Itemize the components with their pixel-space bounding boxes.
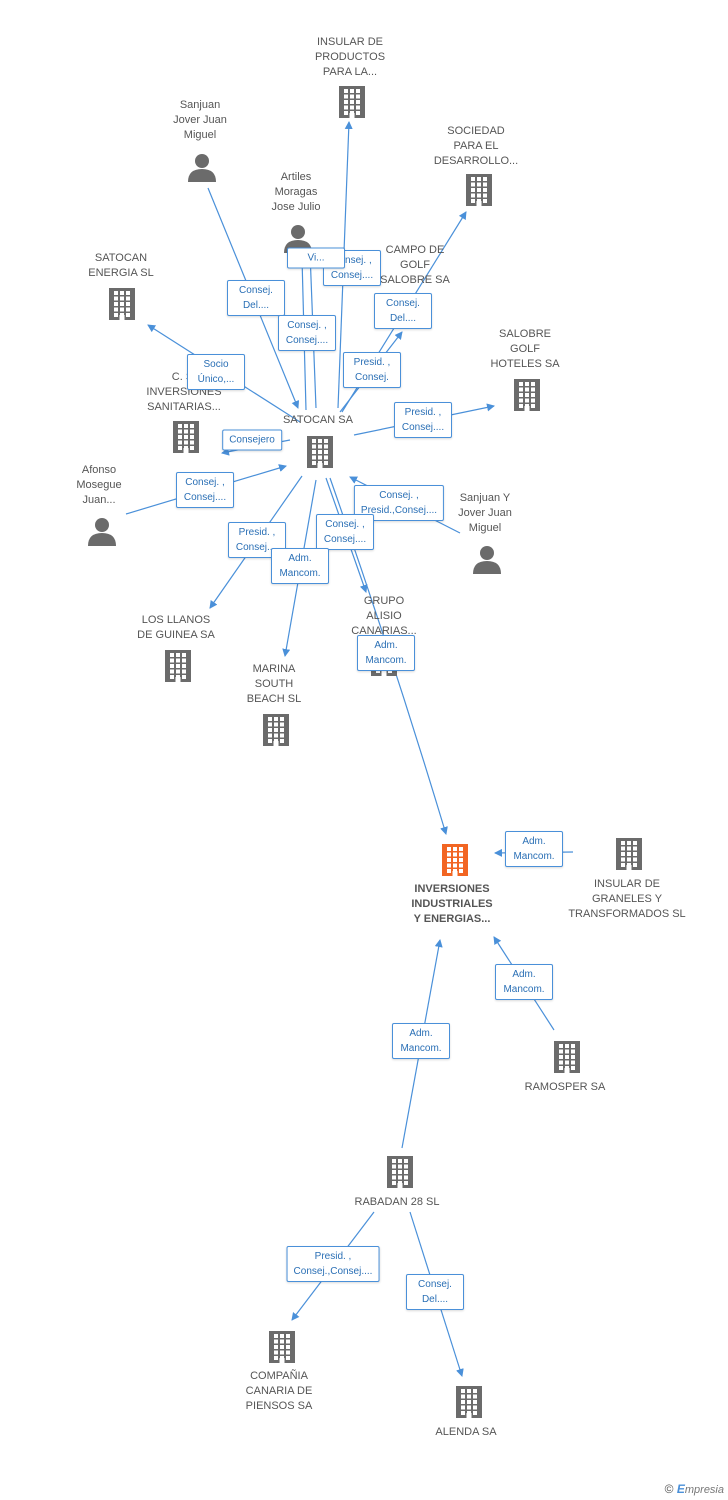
building-icon-ramosper[interactable] — [554, 1041, 580, 1073]
node-salobre-golf[interactable]: SALOBRE GOLF HOTELES SA — [465, 327, 585, 372]
node-campo-golf[interactable]: CAMPO DE GOLF SALOBRE SA — [355, 243, 475, 288]
node-sanjuan-jjm[interactable]: Sanjuan Jover Juan Miguel — [140, 98, 260, 143]
node-label-ramosper[interactable]: RAMOSPER SA — [524, 1081, 606, 1093]
node-sociedad[interactable]: SOCIEDAD PARA EL DESARROLLO... — [416, 124, 536, 169]
copyright-symbol: © — [664, 1482, 674, 1496]
edge-label-ramosper-to-inversiones[interactable]: Adm. Mancom. — [495, 964, 553, 1000]
person-icon-sanjuan-y[interactable] — [473, 546, 501, 574]
edge-label-satocan-to-marina-south[interactable]: Adm. Mancom. — [271, 548, 329, 584]
person-icon-sanjuan-jjm[interactable] — [188, 154, 216, 182]
edge-label-sanjuan-jjm-to-satocan[interactable]: Consej. Del.... — [227, 280, 285, 316]
building-icon-sociedad[interactable] — [466, 174, 492, 206]
edge-label-satocan-to-campo-golf[interactable]: Presid. , Consej. — [343, 352, 401, 388]
edge-label-satocan-to-cs-inversiones[interactable]: Consejero — [222, 429, 282, 451]
node-label-satocan-energia[interactable]: SATOCAN ENERGIA SL — [88, 252, 154, 279]
node-artiles[interactable]: Artiles Moragas Jose Julio — [236, 170, 356, 215]
empresia-logo-text: mpresia — [684, 1484, 724, 1496]
building-icon-rabadan[interactable] — [387, 1156, 413, 1188]
building-icon-inversiones[interactable] — [442, 844, 468, 876]
building-icon-insular-gran[interactable] — [616, 838, 642, 870]
building-icon-satocan-energia[interactable] — [109, 288, 135, 320]
edge-label-artiles-to-satocan[interactable]: Consej. , Consej.... — [278, 315, 336, 351]
node-label-salobre-golf[interactable]: SALOBRE GOLF HOTELES SA — [490, 328, 560, 370]
node-label-marina-south[interactable]: MARINA SOUTH BEACH SL — [246, 663, 302, 705]
node-alenda[interactable]: ALENDA SA — [406, 1425, 526, 1440]
node-label-los-llanos[interactable]: LOS LLANOS DE GUINEA SA — [137, 614, 215, 641]
node-label-insular-gran[interactable]: INSULAR DE GRANELES Y TRANSFORMADOS SL — [568, 878, 686, 920]
building-icon-cs-inversiones[interactable] — [173, 421, 199, 453]
node-label-sanjuan-y[interactable]: Sanjuan Y Jover Juan Miguel — [458, 492, 512, 534]
icon-layer — [88, 86, 642, 1418]
node-compania[interactable]: COMPAÑIA CANARIA DE PIENSOS SA — [219, 1369, 339, 1414]
node-label-compania[interactable]: COMPAÑIA CANARIA DE PIENSOS SA — [245, 1370, 313, 1412]
node-label-insular-prod[interactable]: INSULAR DE PRODUCTOS PARA LA... — [314, 36, 386, 78]
empresia-credit[interactable]: © Empresia — [665, 1482, 724, 1496]
node-label-rabadan[interactable]: RABADAN 28 SL — [354, 1196, 440, 1208]
edge-label-artiles-to-satocan[interactable]: Vi... — [287, 247, 345, 269]
node-label-alenda[interactable]: ALENDA SA — [435, 1426, 497, 1438]
node-label-grupo-alisio[interactable]: GRUPO ALISIO CANARIAS... — [351, 595, 417, 637]
building-icon-los-llanos[interactable] — [165, 650, 191, 682]
edge-layer — [125, 121, 574, 1377]
edge-label-rabadan-to-alenda[interactable]: Consej. Del.... — [406, 1274, 464, 1310]
node-sanjuan-y[interactable]: Sanjuan Y Jover Juan Miguel — [425, 491, 545, 536]
edge-label-satocan-to-satocan-energia[interactable]: Socio Único,... — [187, 354, 245, 390]
building-icon-alenda[interactable] — [456, 1386, 482, 1418]
node-ramosper[interactable]: RAMOSPER SA — [505, 1080, 625, 1095]
building-icon-satocan[interactable] — [307, 436, 333, 468]
edge-label-rabadan-to-inversiones[interactable]: Adm. Mancom. — [392, 1023, 450, 1059]
node-label-afonso[interactable]: Afonso Mosegue Juan... — [76, 464, 122, 506]
node-label-artiles[interactable]: Artiles Moragas Jose Julio — [271, 171, 321, 213]
node-label-inversiones[interactable]: INVERSIONES INDUSTRIALES Y ENERGIAS... — [411, 883, 493, 925]
node-los-llanos[interactable]: LOS LLANOS DE GUINEA SA — [116, 613, 236, 643]
building-icon-marina-south[interactable] — [263, 714, 289, 746]
node-label-sanjuan-jjm[interactable]: Sanjuan Jover Juan Miguel — [173, 99, 227, 141]
edge-label-insular-gran-to-inversiones[interactable]: Adm. Mancom. — [505, 831, 563, 867]
building-icon-salobre-golf[interactable] — [514, 379, 540, 411]
node-label-sociedad[interactable]: SOCIEDAD PARA EL DESARROLLO... — [433, 125, 519, 167]
node-satocan[interactable]: SATOCAN SA — [258, 413, 378, 428]
node-label-satocan[interactable]: SATOCAN SA — [283, 414, 353, 426]
edge-label-afonso-to-satocan[interactable]: Consej. , Consej.... — [176, 472, 234, 508]
edge-label-satocan-to-salobre-golf[interactable]: Presid. , Consej.... — [394, 402, 452, 438]
node-insular-prod[interactable]: INSULAR DE PRODUCTOS PARA LA... — [290, 35, 410, 80]
building-icon-compania[interactable] — [269, 1331, 295, 1363]
node-grupo-alisio[interactable]: GRUPO ALISIO CANARIAS... — [324, 594, 444, 639]
node-label-campo-golf[interactable]: CAMPO DE GOLF SALOBRE SA — [380, 244, 450, 286]
building-icon-insular-prod[interactable] — [339, 86, 365, 118]
node-inversiones[interactable]: INVERSIONES INDUSTRIALES Y ENERGIAS... — [392, 882, 512, 927]
edge-label-satocan-to-grupo-alisio[interactable]: Consej. , Consej.... — [316, 514, 374, 550]
node-satocan-energia[interactable]: SATOCAN ENERGIA SL — [61, 251, 181, 281]
node-rabadan[interactable]: RABADAN 28 SL — [337, 1195, 457, 1210]
node-marina-south[interactable]: MARINA SOUTH BEACH SL — [214, 662, 334, 707]
edge-label-satocan-to-sociedad[interactable]: Consej. Del.... — [374, 293, 432, 329]
node-afonso[interactable]: Afonso Mosegue Juan... — [39, 463, 159, 508]
node-insular-gran[interactable]: INSULAR DE GRANELES Y TRANSFORMADOS SL — [567, 877, 687, 922]
empresia-logo-initial: E — [676, 1482, 685, 1496]
edge-label-satocan-to-inversiones[interactable]: Adm. Mancom. — [357, 635, 415, 671]
person-icon-afonso[interactable] — [88, 518, 116, 546]
edge-label-rabadan-to-compania[interactable]: Presid. , Consej.,Consej.... — [286, 1246, 380, 1282]
